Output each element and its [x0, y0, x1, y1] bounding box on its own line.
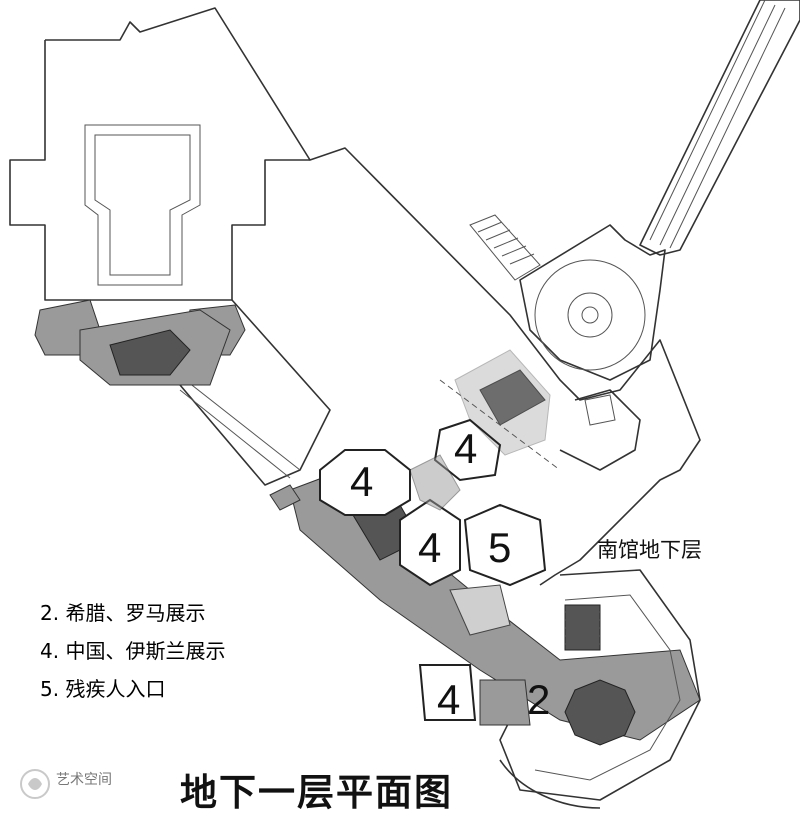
room-2-block — [479, 679, 531, 726]
room-5-outline — [463, 503, 547, 587]
west-wing-body — [9, 40, 310, 301]
rotunda-core — [581, 306, 599, 324]
west-inner-court-2 — [84, 124, 201, 286]
rotunda-outer — [534, 259, 646, 371]
watermark-text: 艺术空间 — [56, 772, 112, 788]
room-label-5: 5 — [488, 524, 512, 571]
room-label-2: 2 — [527, 676, 551, 723]
plan-title: 地下一层平面图 — [180, 771, 453, 814]
room-4a-outline — [319, 449, 411, 516]
central-stair — [479, 369, 546, 426]
room-4d-outline — [418, 664, 477, 721]
survey-line — [439, 379, 561, 471]
small-room-east — [584, 394, 616, 426]
west-central-dark — [109, 329, 191, 376]
south-stair-lines — [565, 611, 600, 645]
south-octagon — [564, 679, 636, 746]
room-label-4: 4 — [350, 458, 374, 505]
south-hall-label: 南馆地下层 — [597, 538, 702, 562]
watermark-logo-icon — [20, 769, 50, 799]
mid-connector — [409, 454, 461, 511]
room-label-4: 4 — [454, 425, 478, 472]
south-hall-inner — [534, 594, 681, 781]
legend-item: 5. 残疾人入口 — [40, 677, 166, 701]
room-label-4: 4 — [418, 524, 442, 571]
legend: 2. 希腊、罗马展示 4. 中国、伊斯兰展示 5. 残疾人入口 — [40, 594, 225, 708]
south-curve — [499, 759, 601, 809]
room-label-4: 4 — [437, 676, 461, 723]
west-inner-court — [94, 134, 191, 276]
legend-item: 4. 中国、伊斯兰展示 — [40, 639, 226, 663]
south-hall — [499, 569, 701, 801]
stair-north — [469, 214, 541, 281]
east-corridor — [559, 389, 641, 471]
north-ramp-stripes — [649, 0, 786, 249]
rotunda-ring — [567, 292, 613, 338]
north-ramp — [639, 0, 800, 256]
legend-item: 2. 希腊、罗马展示 — [40, 601, 206, 625]
exhibition-dots — [449, 584, 511, 636]
entrance-marker — [269, 484, 301, 511]
west-wing-outline — [45, 7, 701, 586]
rotunda-frame — [519, 224, 666, 381]
